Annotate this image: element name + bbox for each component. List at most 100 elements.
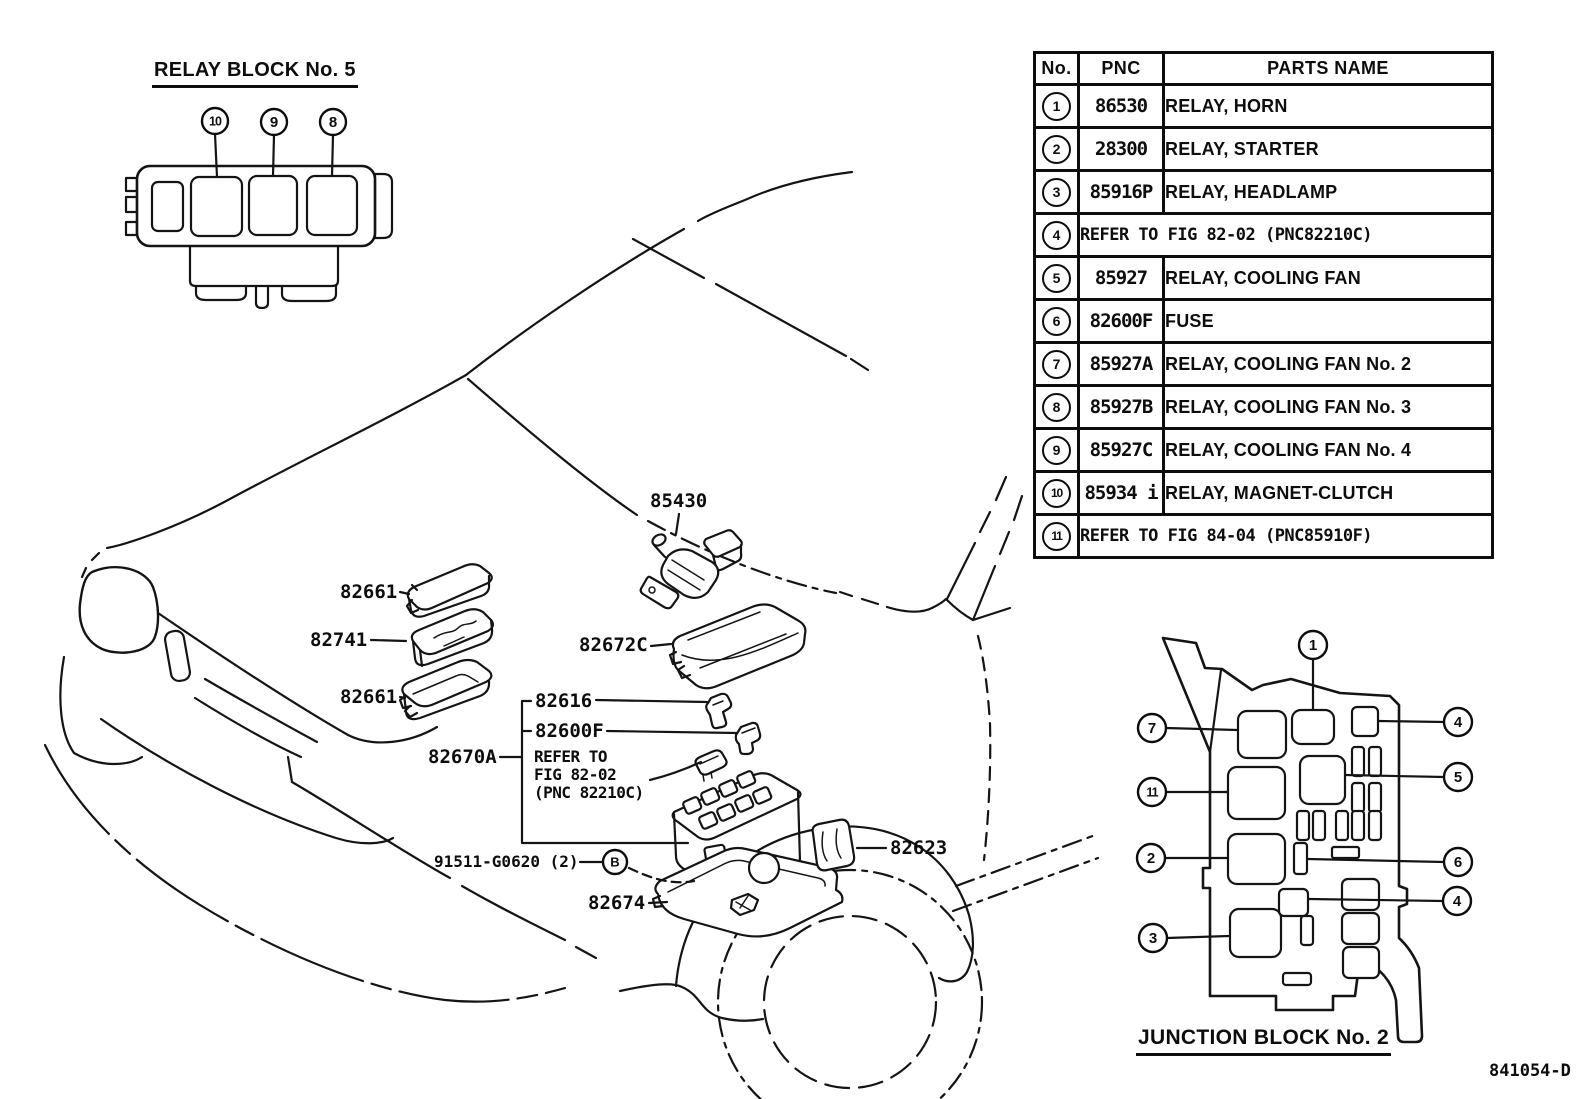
a-pillar-line: [631, 237, 870, 372]
header-no: No.: [1033, 51, 1080, 86]
pnc-value: 85927: [1077, 255, 1165, 301]
table-row: 3 85916P RELAY, HEADLAMP: [1033, 169, 1494, 215]
label-85430: 85430: [650, 490, 708, 512]
relay-block-endcap: [373, 172, 394, 240]
refer-note-line3: (PNC 82210C): [534, 783, 644, 802]
table-row: 5 85927 RELAY, COOLING FAN: [1033, 255, 1494, 301]
jb-fuse-horizontal: [1330, 845, 1361, 860]
pnc-value: 28300: [1077, 126, 1165, 172]
svg-text:10: 10: [209, 115, 222, 129]
leader-82741: [369, 638, 408, 643]
row-number-badge: 11: [1042, 521, 1071, 551]
row-number-badge: 6: [1042, 306, 1071, 336]
svg-text:2: 2: [1147, 850, 1155, 867]
turn-signal-lamp: [163, 629, 192, 683]
leader-relay-8: [330, 133, 335, 178]
jb-connector: [1340, 877, 1381, 912]
callout-jb-1: 1: [1297, 629, 1329, 661]
row-number-badge: 3: [1042, 177, 1071, 207]
leader-82672c: [649, 642, 673, 648]
part-name: RELAY, COOLING FAN No. 2: [1162, 341, 1494, 387]
relay-slot-8: [305, 174, 359, 237]
relay-block-peg: [254, 284, 270, 310]
callout-jb-4a: 4: [1442, 706, 1474, 738]
svg-text:3: 3: [1149, 930, 1157, 947]
label-82600f: 82600F: [535, 720, 604, 742]
callout-jb-2: 2: [1135, 842, 1167, 874]
part-82623-cover: [811, 818, 856, 872]
part-name: RELAY, COOLING FAN: [1162, 255, 1494, 301]
hood-cut-line: [156, 611, 439, 744]
label-bolt: 91511-G0620 (2): [434, 852, 579, 871]
relay-slot-9: [247, 174, 299, 237]
callout-relay-9: 9: [259, 107, 289, 137]
leader-82661-bottom: [398, 695, 407, 700]
label-82741: 82741: [310, 629, 368, 651]
svg-text:7: 7: [1148, 720, 1156, 737]
svg-text:4: 4: [1453, 893, 1462, 910]
callout-jb-6: 6: [1442, 846, 1474, 878]
jb-fuse: [1295, 809, 1311, 842]
bolt-badge: B: [601, 848, 629, 876]
leader-jb-4a: [1377, 719, 1446, 724]
engine-parts: [398, 529, 856, 938]
part-82600f-fuse: [734, 721, 762, 756]
row-number-badge: 1: [1042, 91, 1071, 121]
table-row: 6 82600F FUSE: [1033, 298, 1494, 344]
jb-relay-3: [1228, 907, 1283, 959]
junction-block-title: JUNCTION BLOCK No. 2: [1136, 1026, 1392, 1056]
fender-left-edge: [80, 373, 468, 579]
leader-relay-10: [213, 132, 219, 179]
row-number-badge: 8: [1042, 392, 1071, 422]
bumper-outer-sweep: [43, 743, 567, 1003]
cowl-dashes: [838, 590, 880, 606]
leader-82600f: [605, 729, 739, 735]
rocker-under-wheel: [618, 983, 765, 1022]
pnc-value: 85934 i: [1077, 470, 1165, 516]
callout-jb-7: 7: [1136, 712, 1168, 744]
part-name: RELAY, COOLING FAN No. 4: [1162, 427, 1494, 473]
part-82661-top-cover: [405, 563, 493, 618]
leader-refer-note: [648, 760, 703, 782]
table-header-row: No. PNC PARTS NAME: [1033, 51, 1494, 86]
jb-connector: [1340, 911, 1381, 946]
leader-lines: [213, 132, 1446, 940]
row-number-badge: 7: [1042, 349, 1071, 379]
refer-note-line2: FIG 82-02: [534, 765, 617, 784]
door-line-dashed: [976, 634, 992, 862]
jb-fuse: [1299, 914, 1315, 947]
cowl-junction: [885, 597, 1012, 622]
jb-fuse: [1367, 809, 1383, 842]
pnc-value: 85927C: [1077, 427, 1165, 473]
jb-slot-4a: [1350, 705, 1380, 738]
leader-bolt-dashed: [627, 866, 696, 884]
window-sill-dashes: [945, 475, 1008, 601]
label-82616: 82616: [535, 690, 593, 712]
part-85430-valve: [639, 529, 743, 610]
hood-right-edge: [466, 377, 639, 517]
jb-slot-6: [1292, 841, 1309, 876]
table-row: 2 28300 RELAY, STARTER: [1033, 126, 1494, 172]
pnc-value: 85927B: [1077, 384, 1165, 430]
jb-fuse: [1367, 745, 1383, 778]
table-row: 1 86530 RELAY, HORN: [1033, 83, 1494, 129]
svg-text:8: 8: [329, 114, 337, 131]
callout-jb-3: 3: [1137, 922, 1169, 954]
junction-block-drawing: [1161, 636, 1424, 1044]
headlight-outline: [78, 566, 160, 654]
header-parts-name: PARTS NAME: [1162, 51, 1494, 86]
leader-jb-7: [1164, 726, 1239, 732]
jb-relay-2: [1226, 832, 1287, 886]
svg-text:4: 4: [1454, 714, 1463, 731]
hood-right-dashdot: [646, 519, 838, 595]
roof-line: [464, 170, 854, 377]
rocker-right-1: [954, 832, 1100, 888]
leader-85430: [674, 512, 681, 536]
part-name: FUSE: [1162, 298, 1494, 344]
pnc-value: 85927A: [1077, 341, 1165, 387]
pnc-value: 86530: [1077, 83, 1165, 129]
wheel-outline: [762, 914, 938, 1090]
svg-text:B: B: [610, 855, 619, 870]
leader-relay-9: [271, 133, 276, 178]
